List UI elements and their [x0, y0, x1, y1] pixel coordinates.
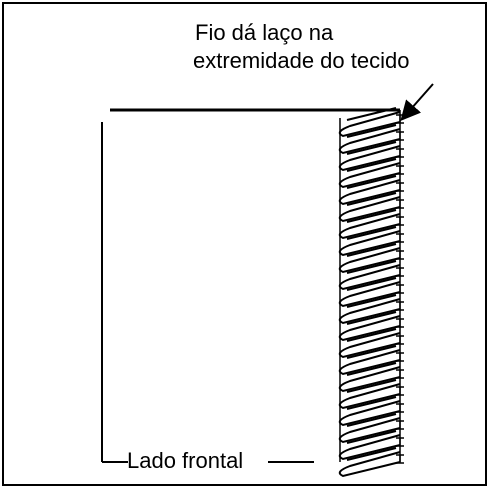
stitch-back-strand	[346, 192, 397, 206]
stitch-back-strand	[346, 396, 397, 410]
stitch-back-strand	[346, 158, 397, 172]
annotation-line-2: extremidade do tecido	[193, 48, 410, 73]
stitch-back-strand	[346, 294, 397, 308]
annotation-line-1: Fio dá laço na	[195, 20, 334, 45]
stitch-back-strand	[346, 209, 397, 223]
stitch-back-strand	[346, 124, 397, 138]
stitch-back-strand	[346, 243, 397, 257]
overedge-stitch-coils	[338, 107, 404, 478]
stitch-back-strand	[346, 260, 397, 274]
stitch-back-strand	[346, 447, 397, 461]
stitch-back-strand	[346, 226, 397, 240]
stitch-back-strand	[346, 175, 397, 189]
annotation-arrow	[400, 83, 434, 121]
stitch-back-strand	[346, 277, 397, 291]
stitch-back-strand	[346, 413, 397, 427]
stitch-back-strand	[346, 430, 397, 444]
stitch-back-strand	[346, 107, 397, 121]
stitch-back-strand	[346, 141, 397, 155]
stitch-back-strand	[346, 345, 397, 359]
stitch-coil	[338, 451, 401, 478]
stitch-back-strand	[346, 328, 397, 342]
stitch-back-strand	[346, 362, 397, 376]
stitch-back-strand	[346, 311, 397, 325]
front-side-label: Lado frontal	[127, 448, 244, 473]
stitch-back-strand	[346, 379, 397, 393]
